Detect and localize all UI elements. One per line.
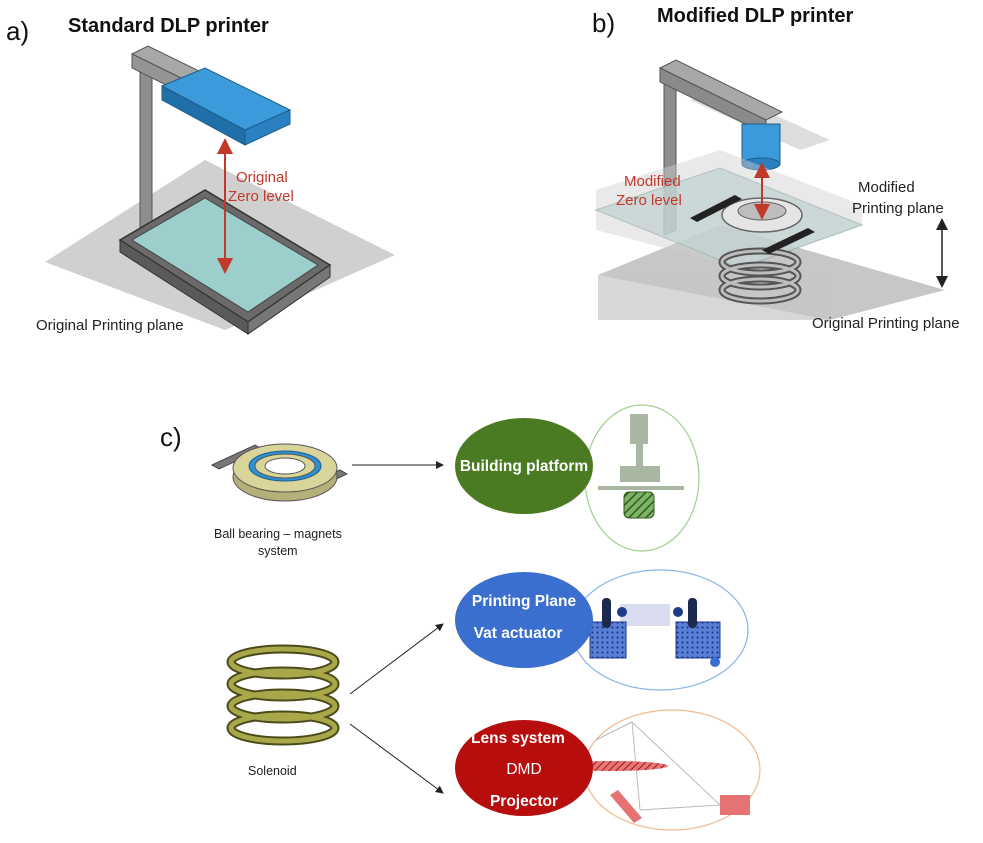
printing-plane-label: Printing Plane (472, 593, 577, 610)
panel-a-letter: a) (6, 16, 29, 46)
solenoid-caption: Solenoid (248, 764, 297, 778)
original-zero-label-1: Original (236, 169, 288, 186)
solenoid-arrow-up (349, 623, 444, 695)
original-plane-label-b: Original Printing plane (812, 315, 960, 332)
vat-actuator-ellipse (455, 572, 593, 668)
building-platform-ellipse (455, 418, 593, 514)
solenoid-arrow-down (349, 723, 444, 794)
original-zero-label-2: Zero level (228, 188, 294, 205)
projector-plate-side (244, 109, 291, 146)
magnet-bar-right (762, 228, 815, 254)
panel-a: a) Standard DLP printer Original Zero le… (6, 15, 395, 335)
panel-c: c) Ball bearing – magnets system Buildin… (160, 404, 761, 831)
vat-side-wall (247, 264, 331, 335)
bearing-caption-2: system (258, 544, 298, 558)
panel-b: b) Modified DLP printer (592, 5, 960, 332)
building-platform-detail (598, 414, 684, 519)
modified-zero-label-2: Zero level (616, 192, 682, 209)
modified-plane-label-2: Printing plane (852, 200, 944, 217)
modified-plane-label-1: Modified (858, 179, 915, 196)
lens-system-label: Lens system (471, 730, 565, 747)
projector-label: Projector (490, 793, 558, 810)
panel-b-letter: b) (592, 8, 615, 38)
vat-actuator-label: Vat actuator (474, 625, 563, 642)
panel-c-letter: c) (160, 422, 182, 452)
original-printing-plane-label: Original Printing plane (36, 317, 184, 334)
magnet-bar-left (690, 195, 742, 222)
ball-bearing-illustration (210, 443, 349, 502)
panel-a-title: Standard DLP printer (68, 15, 269, 37)
building-platform-label: Building platform (460, 458, 588, 475)
projector-ellipse (455, 720, 593, 816)
vat-detail (589, 598, 721, 667)
bearing-caption-1: Ball bearing – magnets (214, 527, 342, 541)
dmd-label: DMD (506, 761, 541, 778)
panel-b-title: Modified DLP printer (657, 5, 854, 27)
solenoid-illustration (226, 644, 340, 746)
modified-zero-label-1: Modified (624, 173, 681, 190)
printer-column (139, 57, 153, 233)
